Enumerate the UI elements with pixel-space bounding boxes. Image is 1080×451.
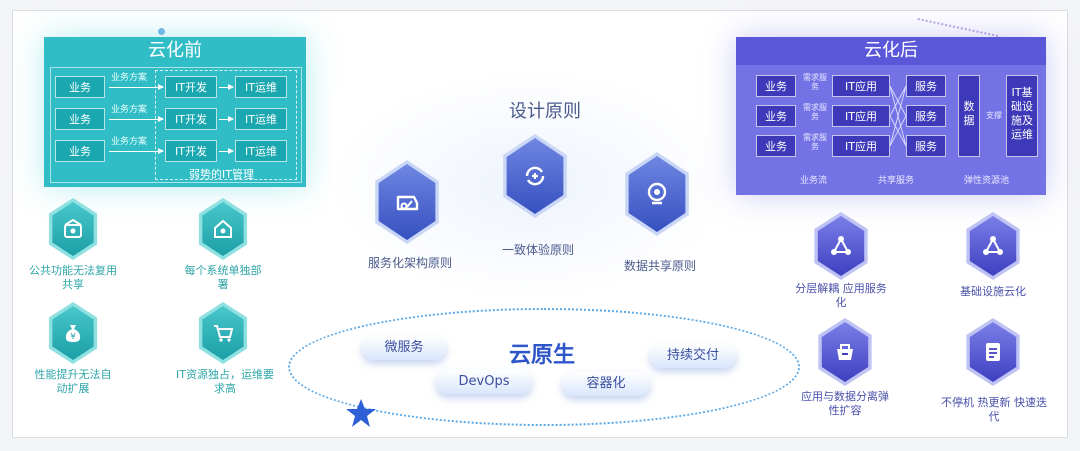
pill-continuous-delivery: 持续交付 bbox=[650, 344, 736, 368]
before-flow-label-2: 业务方案 bbox=[111, 105, 148, 115]
service-mesh-lines bbox=[890, 85, 906, 147]
principles-title: 设计原则 bbox=[509, 101, 581, 122]
after-infra-box: IT基础设施及运维 bbox=[1006, 75, 1038, 157]
star-icon bbox=[346, 399, 376, 427]
before-arrow-1b bbox=[219, 84, 234, 90]
issue-label-2: 每个系统单独部署 bbox=[184, 264, 262, 291]
after-biz-2: 业务 bbox=[756, 105, 796, 127]
nodes-icon bbox=[983, 236, 1003, 255]
pill-devops: DevOps bbox=[436, 370, 532, 394]
cloud-native-orbit bbox=[288, 308, 800, 426]
it-management-outline bbox=[155, 70, 297, 180]
after-support-label: 支撑 bbox=[986, 111, 1002, 120]
basket-icon bbox=[837, 344, 853, 360]
after-data-box: 数据 bbox=[958, 75, 980, 157]
decor-dot bbox=[158, 28, 165, 35]
before-dev-3: IT开发 bbox=[165, 140, 217, 162]
before-flow-label-3: 业务方案 bbox=[111, 137, 148, 147]
issue-label-4: IT资源独占，运维要求高 bbox=[176, 368, 274, 395]
cloud-service-icon bbox=[396, 195, 419, 211]
benefit-hex-2 bbox=[966, 212, 1020, 280]
before-biz-2: 业务 bbox=[55, 108, 105, 130]
before-title: 云化前 bbox=[148, 40, 202, 61]
after-biz-1: 业务 bbox=[756, 75, 796, 97]
house-icon bbox=[214, 219, 232, 238]
issue-label-3: 性能提升无法自动扩展 bbox=[34, 368, 112, 395]
after-svc-3: 服务 bbox=[906, 135, 946, 157]
benefit-hex-4 bbox=[966, 318, 1020, 386]
benefit-label-3: 应用与数据分离弹性扩容 bbox=[801, 390, 889, 417]
principle-label-2: 一致体验原则 bbox=[501, 243, 574, 257]
after-req-2: 需求服务 bbox=[803, 103, 827, 121]
pill-microservice: 微服务 bbox=[362, 336, 446, 360]
benefit-hex-1 bbox=[814, 212, 868, 280]
after-req-1: 需求服务 bbox=[803, 73, 827, 91]
svg-text:¥: ¥ bbox=[70, 332, 75, 341]
cart-icon bbox=[214, 325, 234, 342]
before-arrow-3 bbox=[109, 148, 164, 154]
benefit-label-1: 分层解耦 应用服务化 bbox=[795, 282, 887, 309]
after-app-3: IT应用 bbox=[832, 135, 890, 157]
after-title: 云化后 bbox=[736, 37, 1046, 65]
principle-hex-2 bbox=[503, 134, 567, 218]
before-ops-2: IT运维 bbox=[235, 108, 287, 130]
after-req-3: 需求服务 bbox=[803, 133, 827, 151]
nodes-icon bbox=[831, 236, 851, 255]
before-biz-1: 业务 bbox=[55, 76, 105, 98]
before-dev-2: IT开发 bbox=[165, 108, 217, 130]
benefit-hex-3 bbox=[818, 318, 872, 386]
after-biz-3: 业务 bbox=[756, 135, 796, 157]
webcam-icon bbox=[647, 182, 667, 205]
benefit-label-4: 不停机 热更新 快速迭代 bbox=[941, 396, 1047, 423]
issue-hex-3: ¥ bbox=[48, 302, 98, 364]
principle-label-3: 数据共享原则 bbox=[623, 259, 696, 273]
after-infra-label: IT基础设施及运维 bbox=[1011, 86, 1033, 141]
cloud-native-title: 云原生 bbox=[508, 343, 575, 368]
refresh-plus-icon bbox=[525, 166, 545, 186]
before-arrow-3b bbox=[219, 148, 234, 154]
before-arrow-1 bbox=[109, 84, 164, 90]
after-panel: 云化后 业务 需求服务 IT应用 服务 业务 需求服务 IT应用 服务 业务 需… bbox=[736, 37, 1046, 195]
principle-hex-3 bbox=[625, 152, 689, 236]
before-flow-area: 业务 业务方案 IT开发 IT运维 业务 业务方案 IT开发 IT运维 业务 业… bbox=[50, 67, 302, 183]
before-biz-3: 业务 bbox=[55, 140, 105, 162]
shop-icon bbox=[64, 218, 82, 238]
checklist-icon bbox=[986, 343, 1000, 361]
after-footer-3: 弹性资源池 bbox=[964, 176, 1010, 186]
before-arrow-2b bbox=[219, 116, 234, 122]
benefit-label-2: 基础设施云化 bbox=[960, 285, 1026, 298]
before-footer: 弱势的IT管理 bbox=[189, 168, 254, 181]
before-panel: 云化前 业务 业务方案 IT开发 IT运维 业务 业务方案 IT开发 IT运维 … bbox=[44, 37, 306, 187]
before-ops-3: IT运维 bbox=[235, 140, 287, 162]
after-footer-1: 业务流 bbox=[800, 176, 828, 186]
after-svc-1: 服务 bbox=[906, 75, 946, 97]
pill-container: 容器化 bbox=[562, 372, 650, 396]
principle-label-1: 服务化架构原则 bbox=[367, 256, 452, 270]
after-svc-2: 服务 bbox=[906, 105, 946, 127]
before-arrow-2 bbox=[109, 116, 164, 122]
issue-label-1: 公共功能无法复用共享 bbox=[29, 264, 117, 291]
before-ops-1: IT运维 bbox=[235, 76, 287, 98]
before-flow-label-1: 业务方案 bbox=[111, 73, 148, 83]
after-data-label: 数据 bbox=[963, 100, 975, 127]
after-app-1: IT应用 bbox=[832, 75, 890, 97]
after-app-2: IT应用 bbox=[832, 105, 890, 127]
issue-hex-4 bbox=[198, 302, 248, 364]
before-dev-1: IT开发 bbox=[165, 76, 217, 98]
money-bag-icon: ¥ bbox=[65, 325, 81, 342]
after-footer-2: 共享服务 bbox=[878, 176, 915, 186]
